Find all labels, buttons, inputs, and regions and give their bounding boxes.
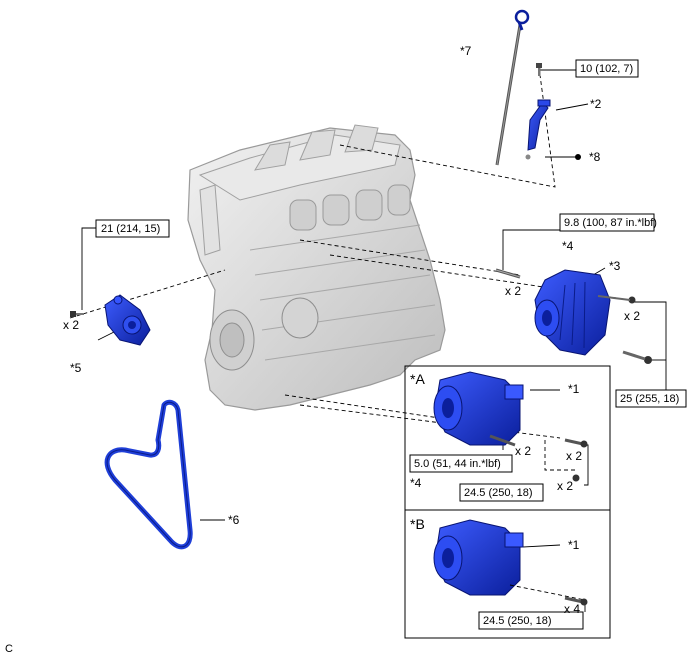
compressor-b-bolts (564, 596, 588, 606)
callout-6: *6 (228, 513, 240, 527)
quantity-label: x 2 (63, 318, 79, 332)
belt-tensioner (104, 294, 151, 346)
dipstick-guide (527, 99, 551, 151)
callout-5: *5 (70, 361, 82, 375)
quantity-label: x 2 (515, 444, 531, 458)
quantity-label: x 2 (624, 309, 640, 323)
torque-boxes (95, 59, 687, 630)
torque-text: 21 (214, 15) (101, 223, 160, 235)
callout-1: *1 (568, 382, 580, 396)
alternator (534, 269, 611, 356)
callout-3: *3 (609, 259, 621, 273)
engine-assembly (187, 124, 446, 411)
stud-bolts (495, 268, 521, 279)
callout-7: *7 (460, 44, 472, 58)
torque-text: 24.5 (250, 18) (464, 487, 533, 499)
oil-dipstick (495, 9, 530, 166)
section-b-label: *B (410, 516, 425, 532)
callout-1: *1 (568, 538, 580, 552)
quantity-label: x 4 (564, 602, 580, 616)
compressor-a (433, 371, 524, 446)
compressor-a-bolts (489, 434, 588, 482)
connectors (81, 69, 667, 612)
non-reusable-mark (575, 154, 581, 160)
tensioner-bolts (70, 311, 84, 317)
guide-bolt (536, 63, 542, 76)
torque-text: 5.0 (51, 44 in.*lbf) (414, 458, 501, 470)
quantity-label: x 2 (505, 284, 521, 298)
torque-text: 9.8 (100, 87 in.*lbf) (564, 217, 657, 229)
v-ribbed-belt (104, 399, 193, 550)
torque-text: 10 (102, 7) (580, 63, 633, 75)
callout-8: *8 (589, 150, 601, 164)
o-ring (525, 154, 531, 160)
compressor-b (433, 519, 586, 601)
alternator-bolts (597, 295, 652, 364)
callout-2: *2 (590, 97, 602, 111)
callout-4: *4 (410, 476, 422, 490)
torque-text: 24.5 (250, 18) (483, 615, 552, 627)
quantity-label: x 2 (566, 449, 582, 463)
quantity-label: x 2 (557, 479, 573, 493)
compressor-variant-frame (404, 365, 611, 639)
section-a-label: *A (410, 371, 425, 387)
figure-code: C (5, 643, 13, 655)
torque-text: 25 (255, 18) (620, 393, 679, 405)
callout-4: *4 (562, 239, 574, 253)
